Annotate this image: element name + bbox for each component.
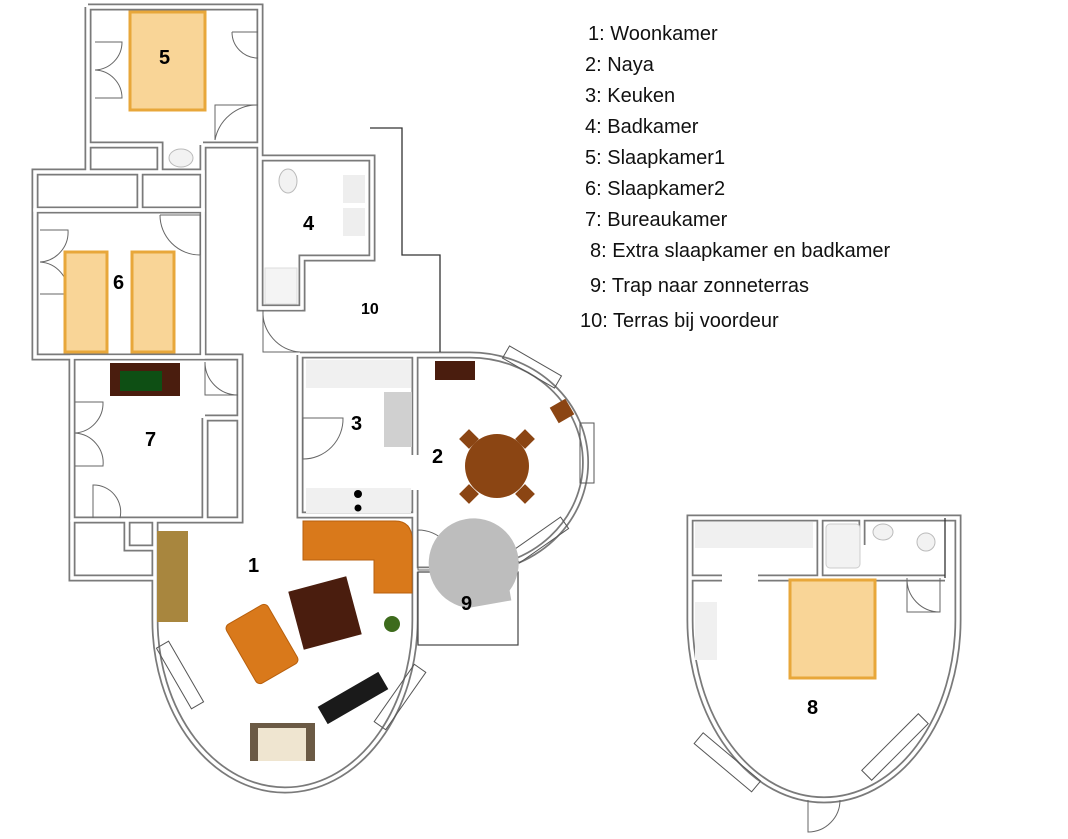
bed-slaapkamer2-a xyxy=(63,250,109,354)
legend-item: 2: Naya xyxy=(585,54,654,76)
room-number-1: 1 xyxy=(248,555,259,577)
shower-4 xyxy=(264,267,298,305)
corner-sofa xyxy=(302,520,413,594)
room-number-3: 3 xyxy=(351,413,362,435)
desk-mat xyxy=(120,371,162,391)
legend-item: 5: Slaapkamer1 xyxy=(585,147,726,169)
bed-slaapkamer1 xyxy=(128,10,207,112)
room-number-5: 5 xyxy=(159,47,170,69)
legend-item: 1: Woonkamer xyxy=(588,23,718,45)
legend-item: 8: Extra slaapkamer en badkamer xyxy=(590,240,891,262)
room-number-2: 2 xyxy=(432,446,443,468)
legend-item: 6: Slaapkamer2 xyxy=(585,178,726,200)
room-number-4: 4 xyxy=(303,213,315,235)
bed-extra-slaapkamer xyxy=(788,578,877,680)
tv xyxy=(317,671,389,725)
legend-item: 9: Trap naar zonneterras xyxy=(590,275,810,297)
room-number-7: 7 xyxy=(145,429,156,451)
room-number-10: 10 xyxy=(361,301,379,318)
furniture xyxy=(63,10,936,761)
legend-item: 7: Bureaukamer xyxy=(585,209,728,231)
plant xyxy=(384,616,400,632)
legend-item: 10: Terras bij voordeur xyxy=(580,310,779,332)
shower xyxy=(825,523,861,569)
naya-cabinet xyxy=(435,361,475,380)
legend-item: 4: Badkamer xyxy=(585,116,699,138)
room-number-6: 6 xyxy=(113,272,124,294)
bed-slaapkamer2-b xyxy=(130,250,176,354)
legend: 1: Woonkamer 2: Naya 3: Keuken 4: Badkam… xyxy=(578,22,890,340)
kitchen-sink xyxy=(384,392,412,447)
legend-item: 3: Keuken xyxy=(585,85,676,107)
cabinet xyxy=(157,531,188,622)
sofa xyxy=(225,603,299,685)
kitchen-counter xyxy=(306,360,411,388)
room-number-8: 8 xyxy=(807,697,818,719)
toilet xyxy=(278,168,298,194)
room-number-9: 9 xyxy=(461,593,472,615)
terrace-outline xyxy=(370,127,441,352)
coffee-table xyxy=(288,576,362,650)
sink xyxy=(168,148,194,168)
dining-table xyxy=(459,429,535,504)
stairs xyxy=(428,518,519,608)
